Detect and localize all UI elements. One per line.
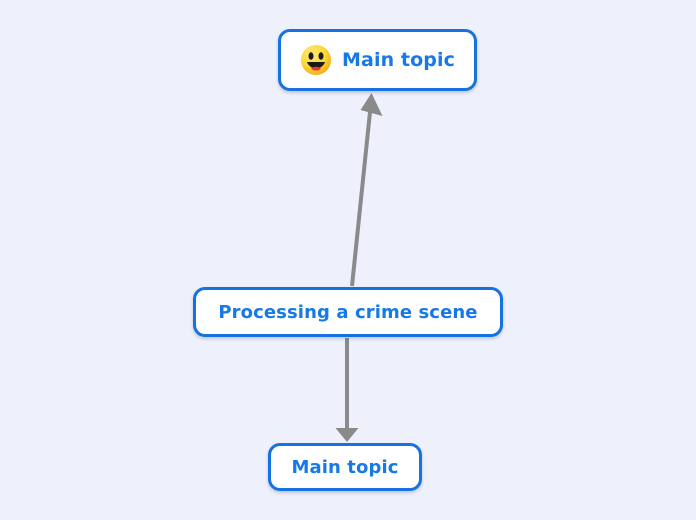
grinning-face-emoji-icon (300, 44, 332, 76)
mindmap-node-root[interactable]: Main topic (278, 29, 477, 91)
mindmap-node-bottom[interactable]: Main topic (268, 443, 422, 491)
mindmap-node-middle[interactable]: Processing a crime scene (193, 287, 503, 337)
mindmap-node-label: Main topic (291, 456, 399, 478)
mindmap-node-label: Main topic (342, 49, 455, 71)
connector-middle-to-bottom[interactable] (335, 338, 359, 442)
connector-middle-to-root[interactable] (350, 93, 383, 287)
mindmap-node-label: Processing a crime scene (218, 301, 478, 323)
